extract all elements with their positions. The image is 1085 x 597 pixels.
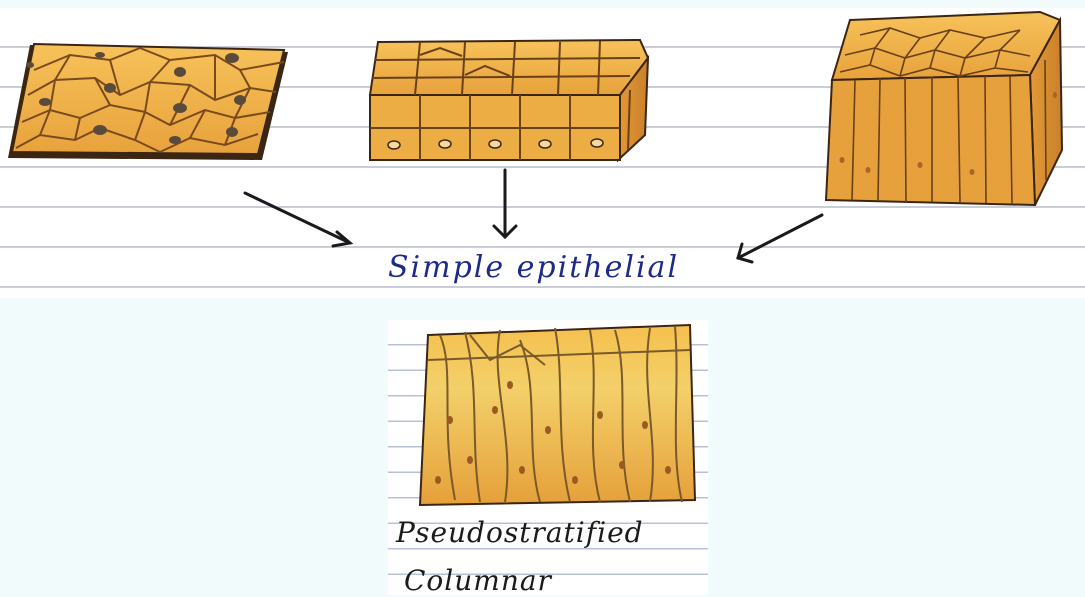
columnar-epithelium-drawing — [826, 12, 1062, 205]
columnar-label: Columnar — [404, 564, 552, 597]
simple-epithelial-label: Simple epithelial — [388, 250, 679, 285]
pseudostratified-label: Pseudostratified — [396, 516, 644, 549]
arrow-from-squamous — [245, 193, 350, 246]
pseudostratified-columnar-drawing — [420, 325, 695, 505]
squamous-epithelium-drawing — [8, 44, 288, 160]
cuboidal-epithelium-drawing — [370, 40, 648, 160]
arrows — [245, 170, 822, 262]
arrow-from-columnar — [738, 215, 822, 262]
arrow-from-cuboidal — [494, 170, 516, 237]
